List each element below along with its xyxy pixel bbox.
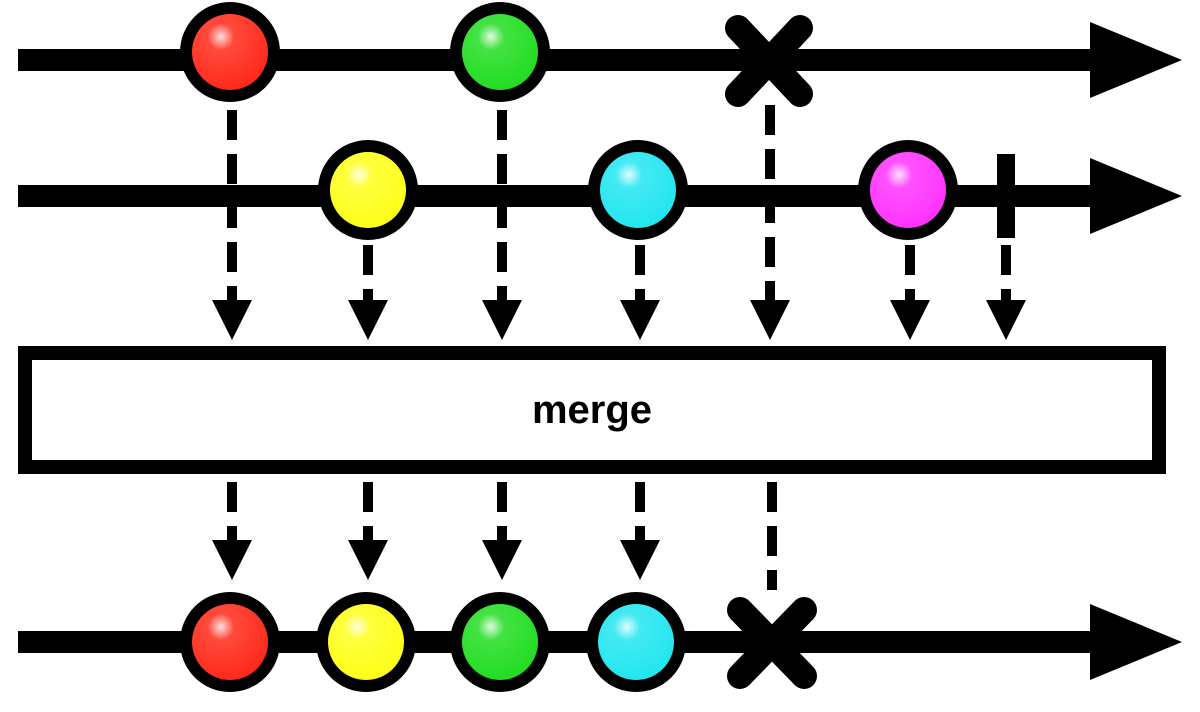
- marble-green-output: [450, 592, 550, 692]
- error-mark-output: [727, 597, 817, 689]
- marble-red-output: [180, 592, 280, 692]
- marble-layer: [180, 2, 958, 692]
- merge-operator-box: merge: [18, 346, 1166, 474]
- input-arrowheads: [212, 300, 1026, 340]
- marble-magenta-input2: [858, 140, 958, 240]
- operator-label: merge: [531, 387, 653, 432]
- input-connectors: [227, 105, 1011, 300]
- marble-yellow-output: [316, 592, 416, 692]
- marble-cyan-output: [586, 592, 686, 692]
- marble-yellow-input2: [318, 140, 418, 240]
- marble-red-input1: [180, 2, 280, 102]
- marble-cyan-input2: [588, 140, 688, 240]
- error-mark-1: [725, 15, 813, 107]
- timeline-1-arrowhead: [1090, 22, 1182, 98]
- marble-green-input1: [450, 2, 550, 102]
- timeline-2-arrowhead: [1090, 158, 1182, 234]
- output-arrowheads: [212, 540, 660, 580]
- output-connectors: [227, 482, 777, 590]
- timeline-output-arrowhead: [1090, 604, 1182, 680]
